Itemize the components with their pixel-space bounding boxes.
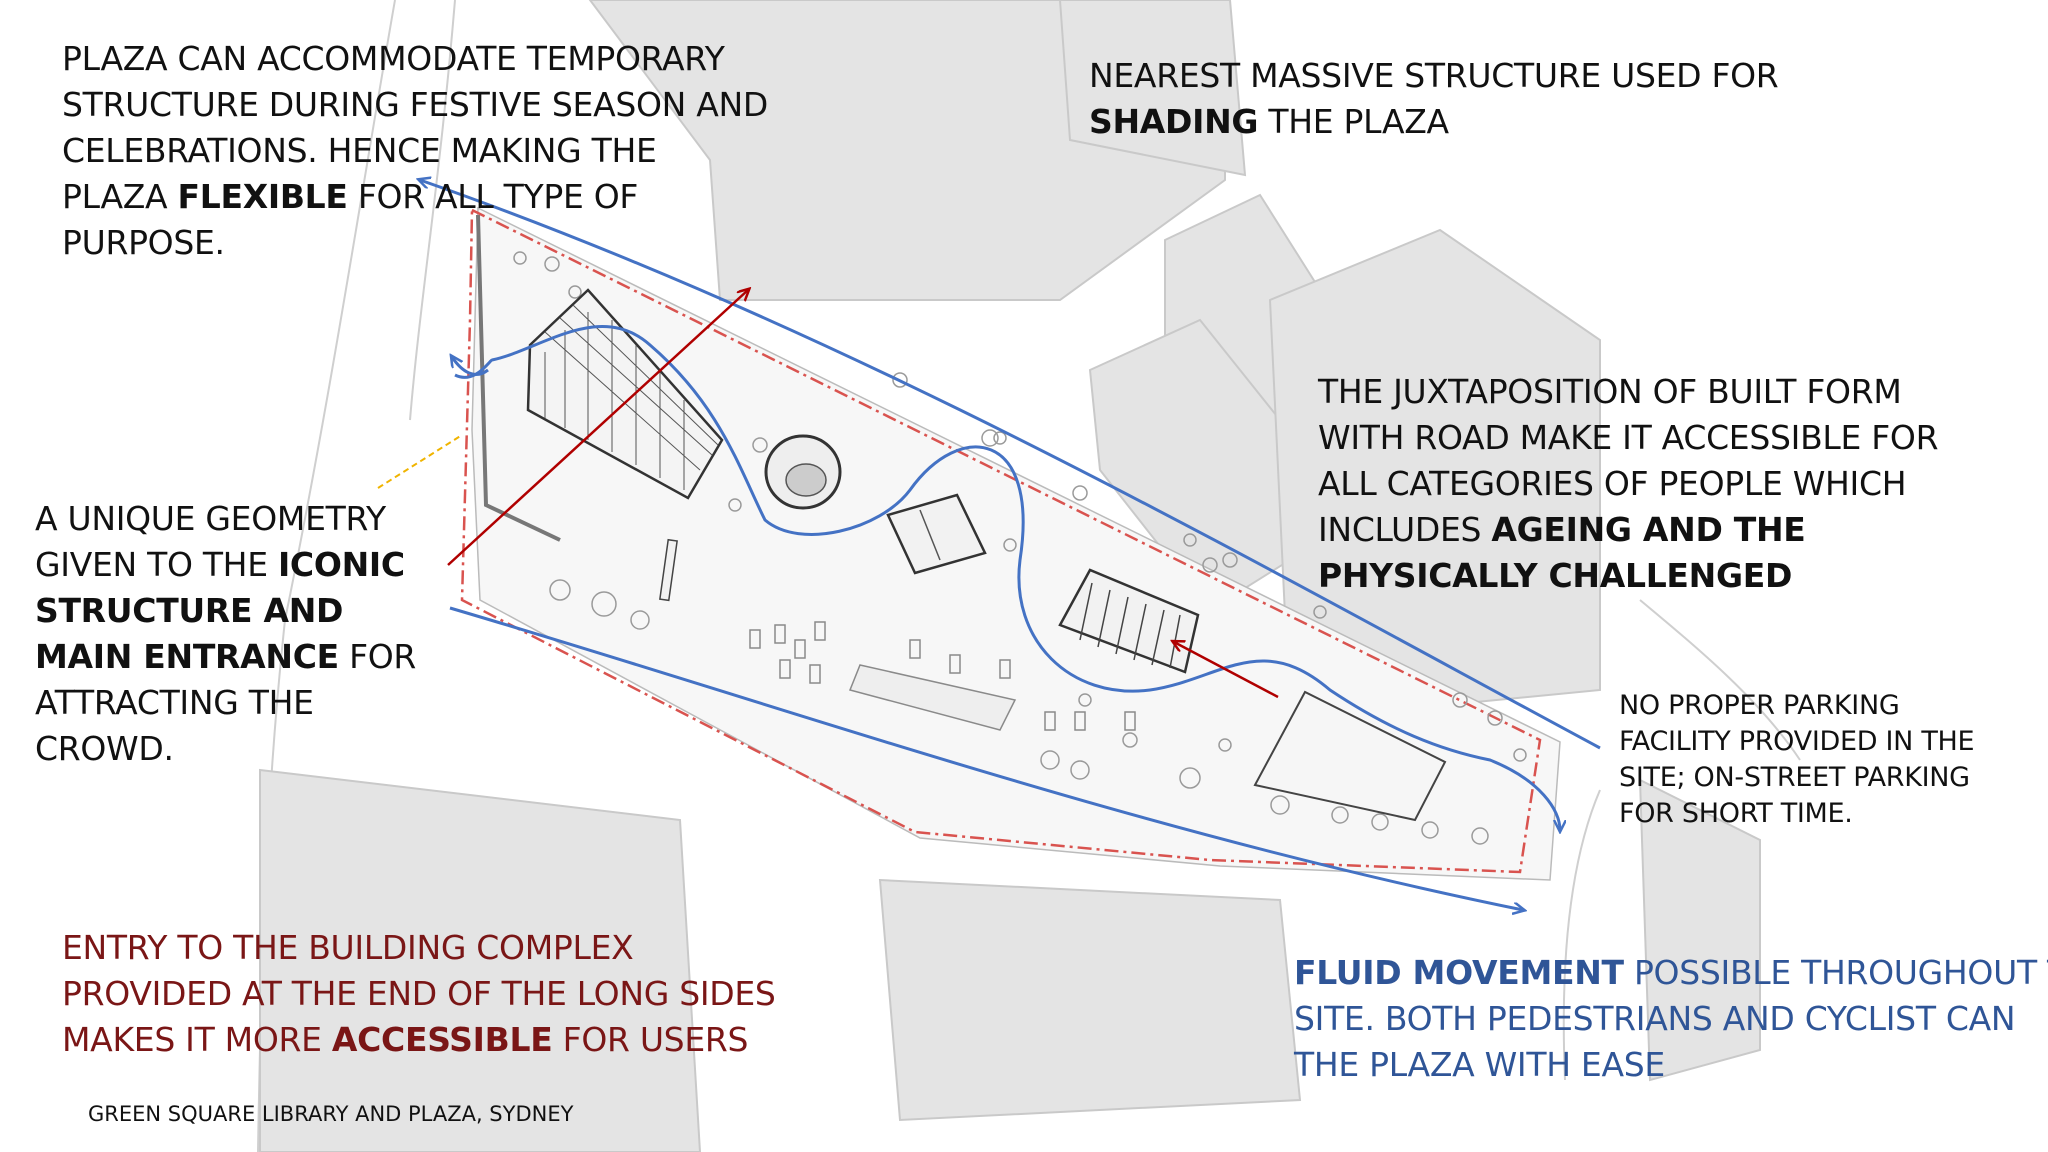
plaza-furniture [749,621,1136,731]
juxta-line-4-pre: INCLUDES [1318,510,1492,549]
shading-line-2: SHADING THE PLAZA [1089,99,1778,145]
parking-line-3: SITE; ON-STREET PARKING [1619,762,1970,793]
shading-keyword: SHADING [1089,102,1259,141]
juxta-line-4: INCLUDES AGEING AND THE [1318,507,1938,553]
bench-west [659,538,678,602]
entry-line-2: PROVIDED AT THE END OF THE LONG SIDES [62,974,776,1013]
festive-line-3: CELEBRATIONS. HENCE MAKING THE [62,131,657,170]
entry-arrow-main [447,290,748,566]
parking-line-4: FOR SHORT TIME. [1619,798,1853,829]
accessible-keyword: ACCESSIBLE [331,1020,553,1059]
entry-arrows [447,290,1279,699]
building-bottom-right [878,878,1302,1122]
entry-line-3-post: FOR USERS [552,1020,749,1059]
main-entrance-keyword: MAIN ENTRANCE [35,637,339,676]
iconic-structure-grid [544,304,719,490]
festive-line-4: PLAZA FLEXIBLE FOR ALL TYPE OF [62,174,768,220]
parking-note: NO PROPER PARKING FACILITY PROVIDED IN T… [1619,688,1975,832]
shading-line-1: NEAREST MASSIVE STRUCTURE USED FOR [1089,56,1779,95]
ageing-keyword: AGEING AND THE [1491,510,1806,549]
movement-arrow-south [449,606,1523,910]
fluid-line-1-post: POSSIBLE THROUGHOUT T [1623,953,2048,992]
west-edge-wall [476,214,561,542]
geometry-line-4-post: FOR [338,637,417,676]
festive-line-5: PURPOSE. [62,223,225,262]
juxta-line-1: THE JUXTAPOSITION OF BUILT FORM [1318,372,1902,411]
plaza-trees [513,251,1527,845]
shading-note: NEAREST MASSIVE STRUCTURE USED FOR SHADI… [1089,53,1779,145]
plaza-structures [476,214,1447,822]
geometry-line-6: CROWD. [35,729,174,768]
parking-line-2: FACILITY PROVIDED IN THE [1619,726,1975,757]
stepped-pavilion [1058,568,1200,674]
geometry-line-2: GIVEN TO THE ICONIC [35,542,416,588]
geometry-line-1: A UNIQUE GEOMETRY [35,499,386,538]
plaza-site [460,206,1561,881]
figure-caption: GREEN SQUARE LIBRARY AND PLAZA, SYDNEY [88,1102,574,1126]
building-top-right [1058,0,1247,177]
large-pavilion-south [1253,690,1447,822]
entry-note: ENTRY TO THE BUILDING COMPLEX PROVIDED A… [62,925,776,1063]
festive-line-2: STRUCTURE DURING FESTIVE SEASON AND [62,85,769,124]
circular-pavilion-inner [785,463,827,497]
movement-arrow-west [452,357,489,376]
geometry-line-2-pre: GIVEN TO THE [35,545,278,584]
entry-line-3: MAKES IT MORE ACCESSIBLE FOR USERS [62,1017,776,1063]
festive-line-1: PLAZA CAN ACCOMMODATE TEMPORARY [62,39,725,78]
stepped-pavilion-steps [1079,582,1181,669]
flexible-keyword: FLEXIBLE [177,177,348,216]
juxta-line-5: PHYSICALLY CHALLENGED [1318,553,1938,599]
movement-arrows [420,180,1601,910]
movement-arrow-north [420,180,1601,750]
entry-line-1: ENTRY TO THE BUILDING COMPLEX [62,928,634,967]
physically-challenged-keyword: PHYSICALLY CHALLENGED [1318,556,1793,595]
juxta-line-2: WITH ROAD MAKE IT ACCESSIBLE FOR [1318,418,1939,457]
square-pavilion [886,493,987,575]
juxtaposition-note: THE JUXTAPOSITION OF BUILT FORM WITH ROA… [1318,369,1939,599]
flexible-plaza-note: PLAZA CAN ACCOMMODATE TEMPORARY STRUCTUR… [62,36,768,266]
movement-arrow-meander [454,325,1560,830]
leader-line [377,434,463,489]
building-far-right [1638,778,1761,1082]
fluid-line-3: THE PLAZA WITH EASE [1294,1045,1665,1084]
surrounding-buildings [259,0,1761,1152]
structure-and-keyword: STRUCTURE AND [35,591,344,630]
fluid-movement-keyword: FLUID MOVEMENT [1294,953,1624,992]
entry-arrow-east [1174,642,1279,699]
building-bottom-left [259,768,702,1152]
iconic-geometry-note: A UNIQUE GEOMETRY GIVEN TO THE ICONIC ST… [35,496,416,772]
parking-line-1: NO PROPER PARKING [1619,690,1900,721]
shading-line-2-post: THE PLAZA [1258,102,1449,141]
square-pavilion-detail [919,509,941,561]
activity-strip [848,664,1017,731]
fluid-line-1: FLUID MOVEMENT POSSIBLE THROUGHOUT T [1294,950,2048,996]
festive-line-4-pre: PLAZA [62,177,178,216]
geometry-line-4: MAIN ENTRANCE FOR [35,634,416,680]
juxta-line-3: ALL CATEGORIES OF PEOPLE WHICH [1318,464,1907,503]
geometry-line-3: STRUCTURE AND [35,588,416,634]
site-boundary [460,208,1542,874]
fluid-line-2: SITE. BOTH PEDESTRIANS AND CYCLIST CAN [1294,999,2016,1038]
festive-line-4-post: FOR ALL TYPE OF [347,177,639,216]
entry-line-3-pre: MAKES IT MORE [62,1020,332,1059]
iconic-keyword: ICONIC [277,545,405,584]
geometry-line-5: ATTRACTING THE [35,683,314,722]
fluid-movement-note: FLUID MOVEMENT POSSIBLE THROUGHOUT T SIT… [1294,950,2048,1088]
